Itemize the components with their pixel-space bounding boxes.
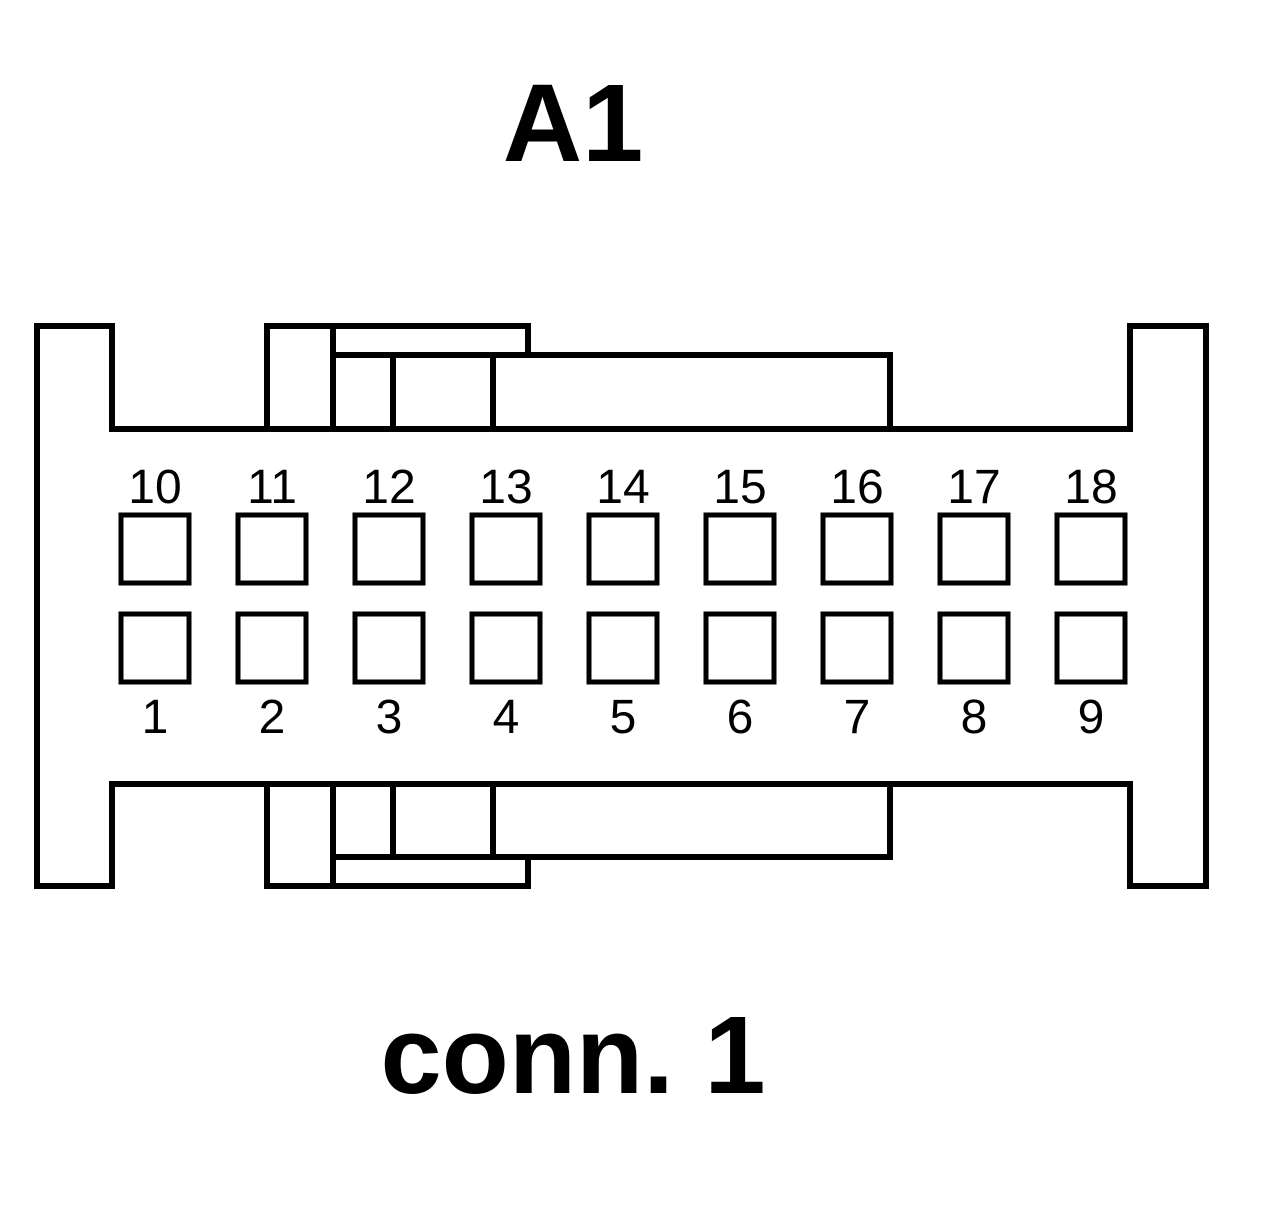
connector-housing: [34, 323, 1209, 889]
pin-number: 13: [479, 461, 532, 514]
pin-socket: [118, 611, 192, 685]
pin-16: 16: [820, 461, 894, 586]
pin-17: 17: [937, 461, 1011, 586]
pin-socket: [352, 611, 426, 685]
pin-row-bottom: 1 2 3 4 5 6 7 8 9: [118, 611, 1128, 744]
pin-socket: [118, 512, 192, 586]
pin-number: 2: [259, 691, 286, 744]
pin-socket: [937, 611, 1011, 685]
pin-number: 15: [713, 461, 766, 514]
pin-1: 1: [118, 611, 192, 744]
pin-socket: [586, 512, 660, 586]
housing-body: [34, 323, 1209, 889]
connector-caption: conn. 1: [380, 994, 765, 1117]
pin-number: 9: [1078, 691, 1105, 744]
pin-9: 9: [1054, 611, 1128, 744]
pin-4: 4: [469, 611, 543, 744]
pin-number: 12: [362, 461, 415, 514]
pin-11: 11: [235, 461, 309, 586]
pin-14: 14: [586, 461, 660, 586]
pin-15: 15: [703, 461, 777, 586]
pin-socket: [937, 512, 1011, 586]
pin-socket: [469, 611, 543, 685]
pin-number: 11: [247, 461, 297, 514]
pin-7: 7: [820, 611, 894, 744]
pin-8: 8: [937, 611, 1011, 744]
connector-title: A1: [503, 62, 644, 185]
pin-number: 17: [947, 461, 1000, 514]
pin-number: 18: [1064, 461, 1117, 514]
pin-number: 1: [142, 691, 169, 744]
pin-number: 14: [596, 461, 649, 514]
pin-socket: [1054, 611, 1128, 685]
pin-2: 2: [235, 611, 309, 744]
pin-18: 18: [1054, 461, 1128, 586]
pin-socket: [820, 512, 894, 586]
pin-socket: [352, 512, 426, 586]
pin-number: 5: [610, 691, 637, 744]
pin-10: 10: [118, 461, 192, 586]
pin-socket: [235, 512, 309, 586]
pin-5: 5: [586, 611, 660, 744]
pin-socket: [235, 611, 309, 685]
pin-number: 4: [493, 691, 520, 744]
pin-number: 6: [727, 691, 754, 744]
pin-socket: [703, 512, 777, 586]
pin-row-top: 10 11 12 13 14 15 16 17 18: [118, 461, 1128, 586]
pin-number: 10: [128, 461, 181, 514]
pin-socket: [703, 611, 777, 685]
pin-socket: [1054, 512, 1128, 586]
pin-socket: [586, 611, 660, 685]
bottom-latch: [267, 781, 890, 886]
pin-12: 12: [352, 461, 426, 586]
pin-number: 8: [961, 691, 988, 744]
pin-number: 3: [376, 691, 403, 744]
pin-socket: [820, 611, 894, 685]
top-latch: [267, 326, 890, 432]
pin-3: 3: [352, 611, 426, 744]
pin-13: 13: [469, 461, 543, 586]
pin-socket: [469, 512, 543, 586]
pin-number: 7: [844, 691, 871, 744]
pin-6: 6: [703, 611, 777, 744]
pin-number: 16: [830, 461, 883, 514]
